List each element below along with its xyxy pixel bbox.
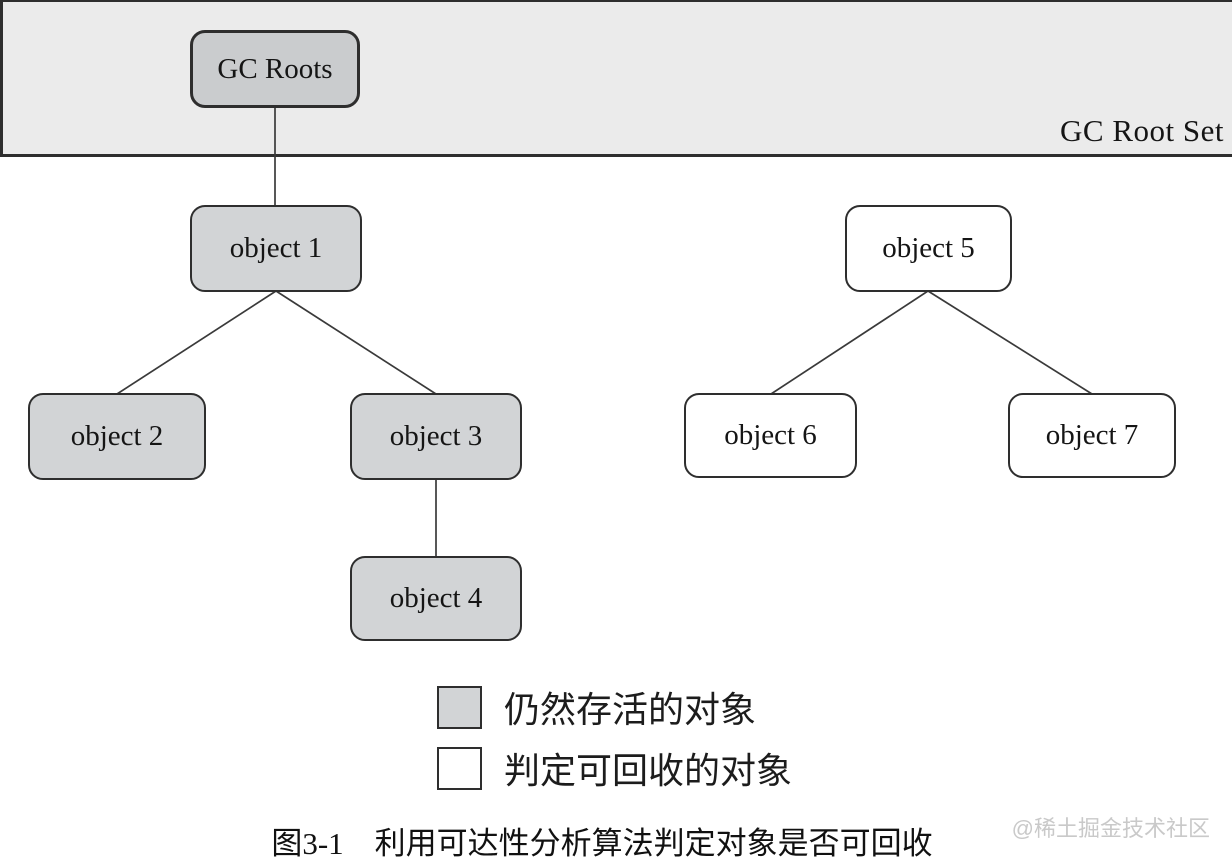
legend-label-recyclable: 判定可回收的对象: [504, 751, 793, 791]
legend-row-recyclable: 判定可回收的对象: [437, 742, 792, 794]
node-object-6-label: object 6: [724, 419, 817, 451]
node-gc-roots-label: GC Roots: [217, 52, 333, 85]
node-object-5-label: object 5: [882, 232, 975, 264]
node-object-1: object 1: [190, 205, 362, 292]
node-gc-roots: GC Roots: [190, 30, 360, 108]
node-object-7: object 7: [1008, 393, 1176, 478]
node-object-3: object 3: [350, 393, 522, 480]
edge-object5-object7: [927, 290, 1093, 395]
node-object-3-label: object 3: [389, 420, 483, 452]
node-object-4-label: object 4: [389, 582, 483, 614]
legend-swatch-alive: [437, 685, 482, 729]
node-object-5: object 5: [845, 205, 1012, 292]
node-object-4: object 4: [350, 556, 522, 641]
edge-object1-object2: [116, 290, 277, 395]
gc-root-set-band: GC Root Set: [0, 0, 1232, 157]
edge-object1-object3: [275, 290, 437, 395]
figure-caption: 图3-1 利用可达性分析算法判定对象是否可回收: [271, 826, 933, 860]
legend-row-alive: 仍然存活的对象: [437, 681, 792, 733]
node-object-7-label: object 7: [1045, 419, 1139, 451]
legend: 仍然存活的对象 判定可回收的对象: [437, 681, 792, 803]
legend-label-alive: 仍然存活的对象: [504, 690, 757, 730]
node-object-2-label: object 2: [70, 420, 164, 452]
watermark: @稀土掘金技术社区: [1011, 816, 1210, 841]
edge-object5-object6: [770, 290, 929, 395]
legend-swatch-recyclable: [437, 746, 482, 790]
gc-root-set-label: GC Root Set: [1060, 113, 1224, 148]
node-object-2: object 2: [28, 393, 206, 480]
node-object-6: object 6: [684, 393, 857, 478]
node-object-1-label: object 1: [229, 232, 323, 264]
